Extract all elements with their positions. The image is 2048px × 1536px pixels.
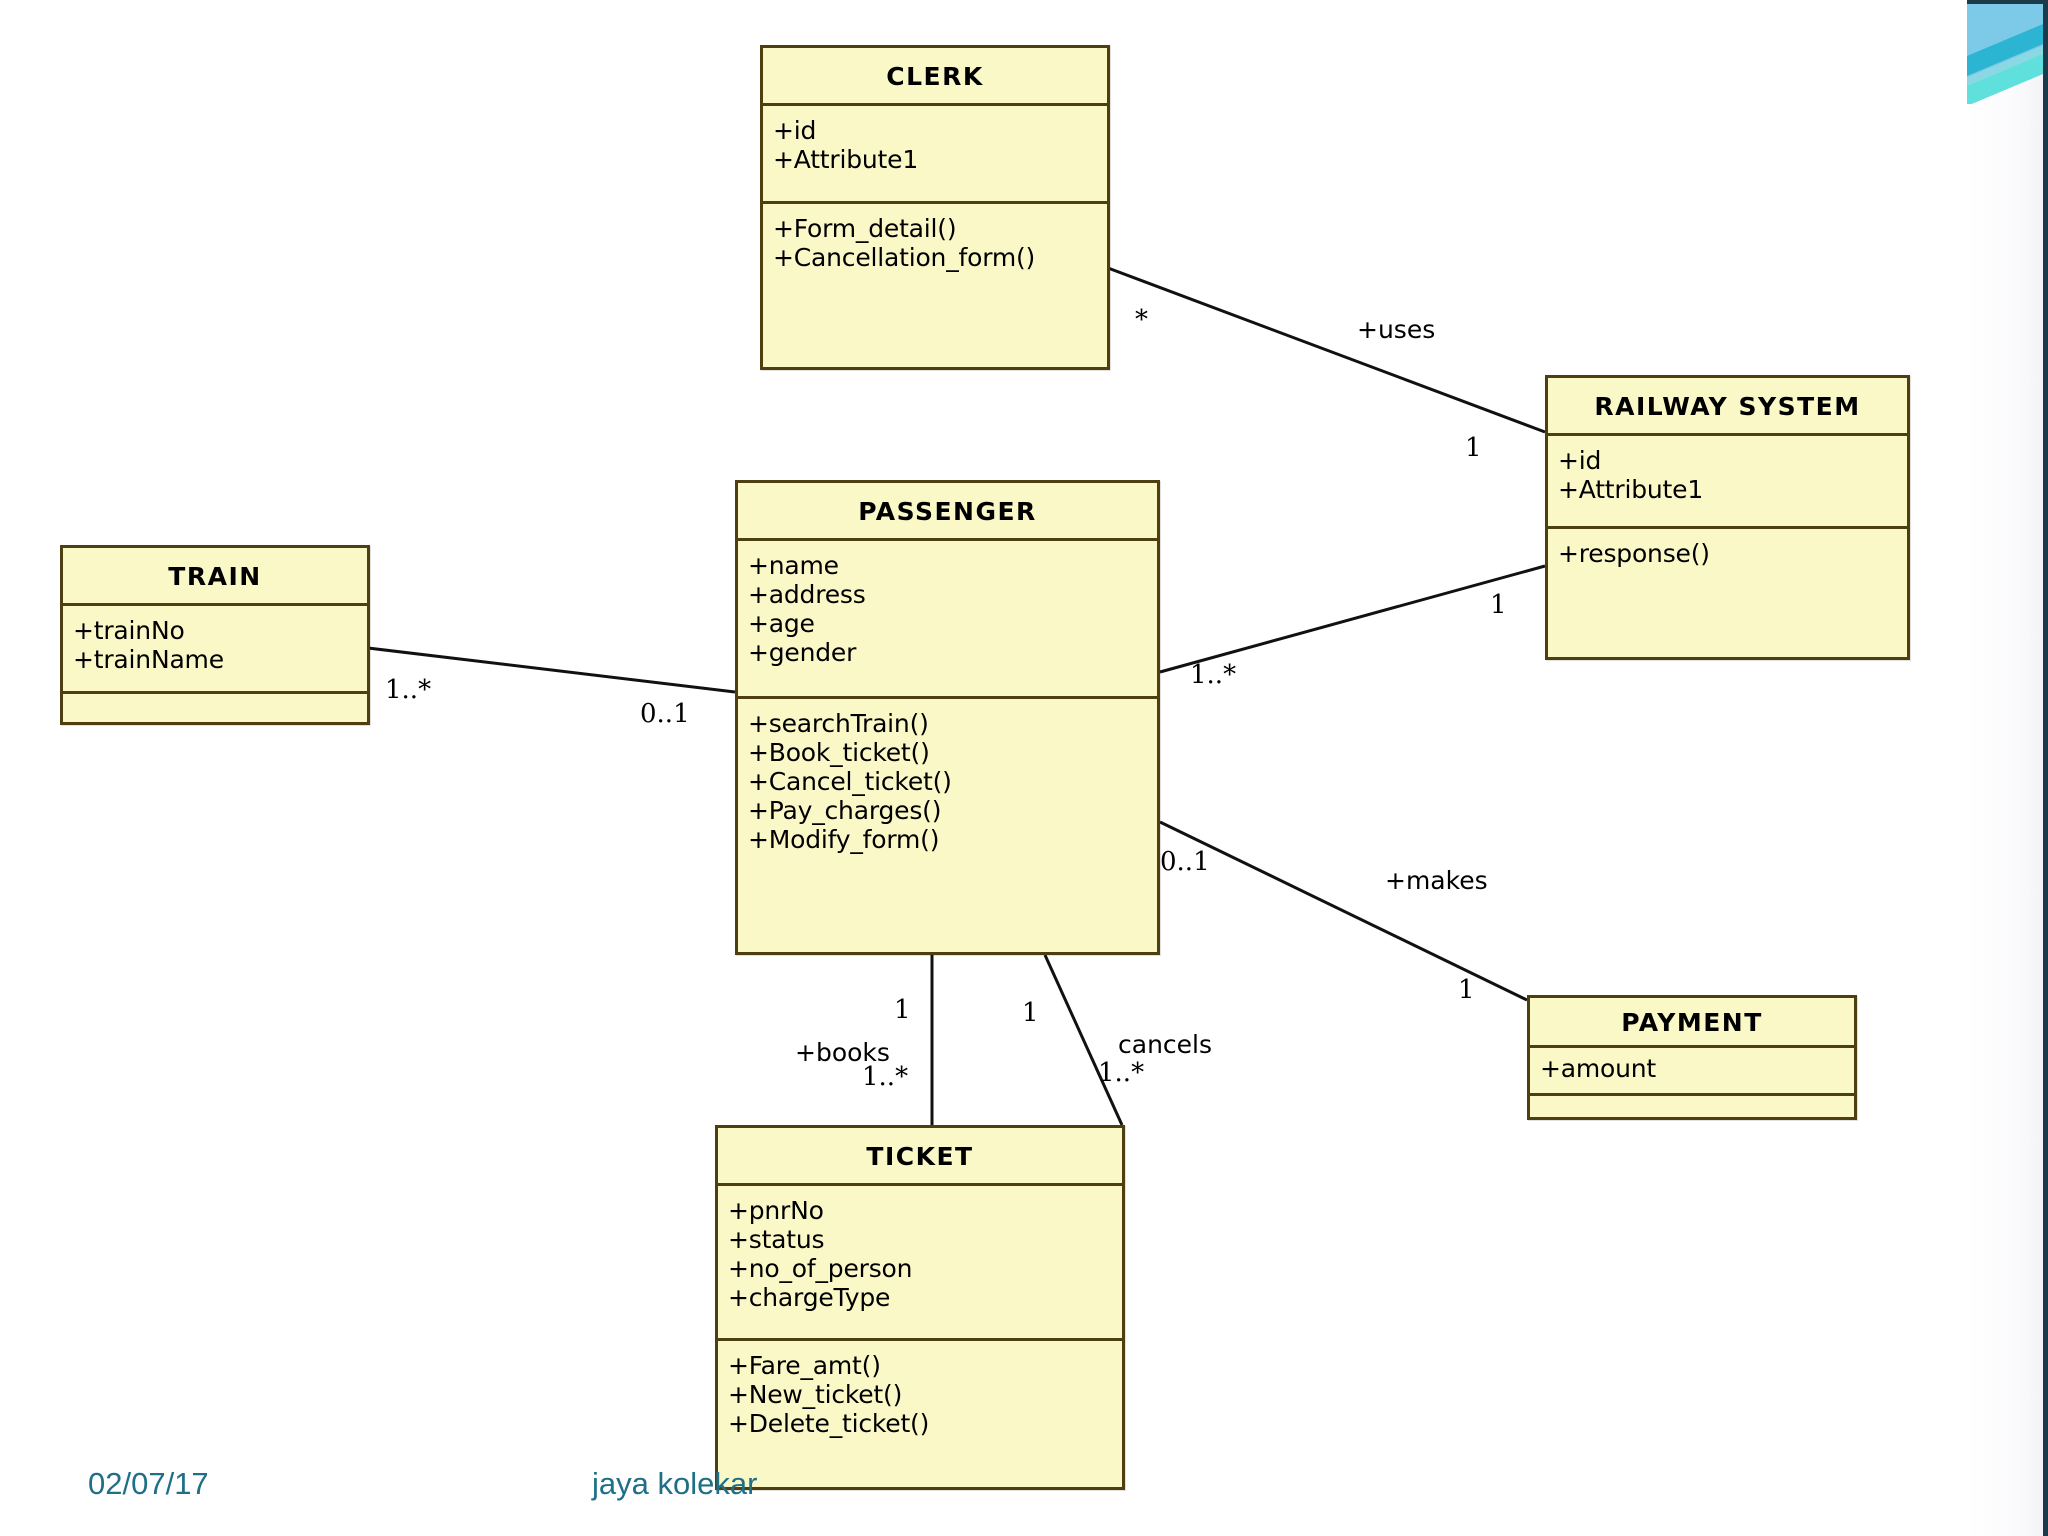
attribute-row: +Attribute1 [773, 145, 919, 174]
footer-author: jaya kolekar [592, 1466, 758, 1501]
edge-passenger-railway [1159, 564, 1546, 674]
edge-passenger-cancels-ticket [1043, 954, 1124, 1126]
edge-passenger-makes-payment [1159, 820, 1528, 1002]
attribute-row: +no_of_person [728, 1254, 913, 1283]
multiplicity-passenger-cancels-target: 1..* [1098, 1058, 1145, 1088]
multiplicity-passenger-railway-target: 1 [1490, 590, 1507, 620]
attribute-row: +chargeType [728, 1283, 891, 1312]
class-separator [738, 538, 1157, 541]
multiplicity-clerk-uses-target: 1 [1465, 433, 1482, 463]
class-name-passenger: PASSENGER [858, 497, 1037, 526]
operation-row: +Cancel_ticket() [748, 767, 952, 796]
multiplicity-clerk-uses-source: * [1135, 305, 1148, 335]
attribute-row: +age [748, 609, 815, 638]
multiplicity-passenger-railway-source: 1..* [1190, 660, 1237, 690]
class-separator [738, 696, 1157, 699]
decorative-corner-graphic [1967, 0, 2043, 104]
attribute-row: +id [773, 116, 817, 145]
class-separator [63, 603, 367, 606]
operation-row: +Cancellation_form() [773, 243, 1036, 272]
class-name-payment: PAYMENT [1621, 1008, 1763, 1037]
attribute-row: +Attribute1 [1558, 475, 1704, 504]
operations-compartment-train [63, 694, 367, 714]
multiplicity-train-passenger-target: 0..1 [640, 699, 690, 729]
operation-row: +Modify_form() [748, 825, 940, 854]
edge-label-cancels: cancels [1118, 1030, 1213, 1059]
slide-right-panel [1967, 0, 2048, 1536]
multiplicity-passenger-makes-target: 1 [1458, 975, 1475, 1005]
class-separator [1548, 526, 1907, 529]
class-box-payment[interactable]: PAYMENT +amount [1527, 995, 1857, 1120]
edge-label-books: +books [795, 1038, 890, 1067]
class-box-railway-system[interactable]: RAILWAY SYSTEM +id +Attribute1 +response… [1545, 375, 1910, 660]
class-separator [718, 1183, 1122, 1186]
operation-row: +searchTrain() [748, 709, 929, 738]
edge-label-uses: +uses [1357, 315, 1436, 344]
multiplicity-passenger-books-target: 1..* [862, 1062, 909, 1092]
class-box-train[interactable]: TRAIN +trainNo +trainName [60, 545, 370, 725]
operation-row: +New_ticket() [728, 1380, 903, 1409]
operation-row: +Pay_charges() [748, 796, 942, 825]
class-separator [718, 1338, 1122, 1341]
edge-clerk-uses-railway [1107, 266, 1546, 434]
attribute-row: +status [728, 1225, 825, 1254]
operation-row: +Fare_amt() [728, 1351, 881, 1380]
attributes-compartment-passenger: +name +address +age +gender [738, 541, 1157, 696]
attributes-compartment-clerk: +id +Attribute1 [763, 106, 1107, 201]
multiplicity-passenger-books-source: 1 [894, 995, 911, 1025]
class-separator [1530, 1093, 1854, 1096]
class-box-ticket[interactable]: TICKET +pnrNo +status +no_of_person +cha… [715, 1125, 1125, 1490]
operations-compartment-passenger: +searchTrain() +Book_ticket() +Cancel_ti… [738, 699, 1157, 864]
attributes-compartment-railway-system: +id +Attribute1 [1548, 436, 1907, 526]
class-separator [763, 201, 1107, 204]
attribute-row: +id [1558, 446, 1602, 475]
attribute-row: +gender [748, 638, 857, 667]
class-separator [1548, 433, 1907, 436]
class-name-ticket: TICKET [866, 1142, 974, 1171]
attributes-compartment-train: +trainNo +trainName [63, 606, 367, 691]
attribute-row: +amount [1540, 1054, 1657, 1083]
footer-date: 02/07/17 [88, 1466, 209, 1501]
operation-row: +Book_ticket() [748, 738, 930, 767]
multiplicity-passenger-makes-source: 0..1 [1160, 847, 1210, 877]
class-name-clerk: CLERK [886, 62, 984, 91]
operation-row: +response() [1558, 539, 1710, 568]
attribute-row: +pnrNo [728, 1196, 824, 1225]
operations-compartment-clerk: +Form_detail() +Cancellation_form() [763, 204, 1107, 282]
attributes-compartment-payment: +amount [1530, 1048, 1854, 1093]
attribute-row: +trainNo [73, 616, 185, 645]
multiplicity-passenger-cancels-source: 1 [1022, 998, 1039, 1028]
operations-compartment-payment [1530, 1096, 1854, 1116]
operations-compartment-railway-system: +response() [1548, 529, 1907, 578]
edge-label-makes: +makes [1385, 866, 1488, 895]
class-box-passenger[interactable]: PASSENGER +name +address +age +gender +s… [735, 480, 1160, 955]
multiplicity-train-passenger-source: 1..* [385, 675, 432, 705]
operation-row: +Delete_ticket() [728, 1409, 930, 1438]
class-separator [1530, 1045, 1854, 1048]
class-name-train: TRAIN [168, 562, 262, 591]
attribute-row: +trainName [73, 645, 224, 674]
operation-row: +Form_detail() [773, 214, 957, 243]
attribute-row: +name [748, 551, 839, 580]
attributes-compartment-ticket: +pnrNo +status +no_of_person +chargeType [718, 1186, 1122, 1338]
class-separator [63, 691, 367, 694]
class-name-railway-system: RAILWAY SYSTEM [1594, 392, 1861, 421]
operations-compartment-ticket: +Fare_amt() +New_ticket() +Delete_ticket… [718, 1341, 1122, 1448]
attribute-row: +address [748, 580, 866, 609]
class-box-clerk[interactable]: CLERK +id +Attribute1 +Form_detail() +Ca… [760, 45, 1110, 370]
class-separator [763, 103, 1107, 106]
